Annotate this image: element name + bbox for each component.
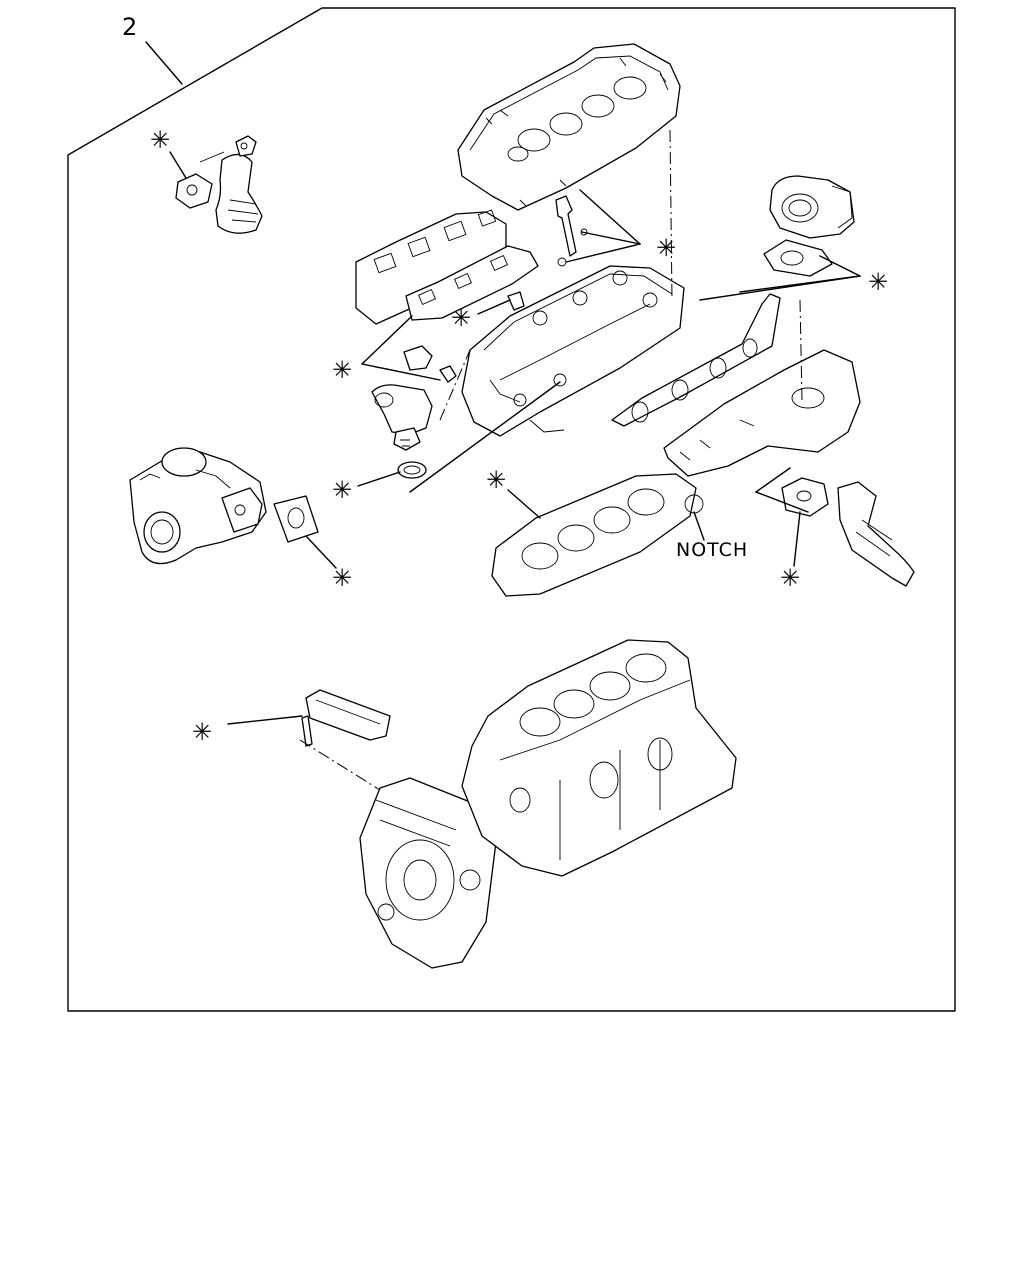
marker-asterisk: ✳ <box>332 356 352 384</box>
marker-asterisk: ✳ <box>192 718 212 746</box>
marker-asterisk: ✳ <box>451 304 471 332</box>
turbocharger <box>129 447 267 565</box>
marker-asterisk: ✳ <box>486 466 506 494</box>
cylinder-head-cover <box>457 43 681 211</box>
alignment-line <box>669 129 673 301</box>
exhaust-manifold <box>355 209 539 325</box>
marker-asterisk: ✳ <box>150 126 170 154</box>
alignment-line <box>299 739 381 791</box>
cylinder-block <box>461 639 737 877</box>
thermostat-housing <box>371 345 457 479</box>
alignment-line <box>799 299 803 401</box>
marker-asterisk: ✳ <box>780 564 800 592</box>
marker-asterisk: ✳ <box>332 564 352 592</box>
cylinder-head <box>461 265 685 437</box>
leader-lines <box>169 151 861 725</box>
throttle-body <box>763 175 855 277</box>
egr-valve <box>781 477 915 587</box>
turbo-gasket <box>273 495 319 543</box>
intake-manifold <box>611 293 861 477</box>
marker-asterisk: ✳ <box>656 234 676 262</box>
callout-number: 2 <box>122 13 137 41</box>
injector <box>555 195 588 267</box>
marker-asterisk: ✳ <box>868 268 888 296</box>
exhaust-pipe <box>175 135 263 234</box>
front-cover <box>301 689 497 969</box>
cylinder-head-gasket <box>491 473 704 597</box>
kit-outline-frame <box>67 7 956 1012</box>
alignment-line <box>439 349 471 421</box>
callout-leader <box>145 41 183 85</box>
marker-asterisk: ✳ <box>332 476 352 504</box>
notch-label: NOTCH <box>676 539 748 561</box>
